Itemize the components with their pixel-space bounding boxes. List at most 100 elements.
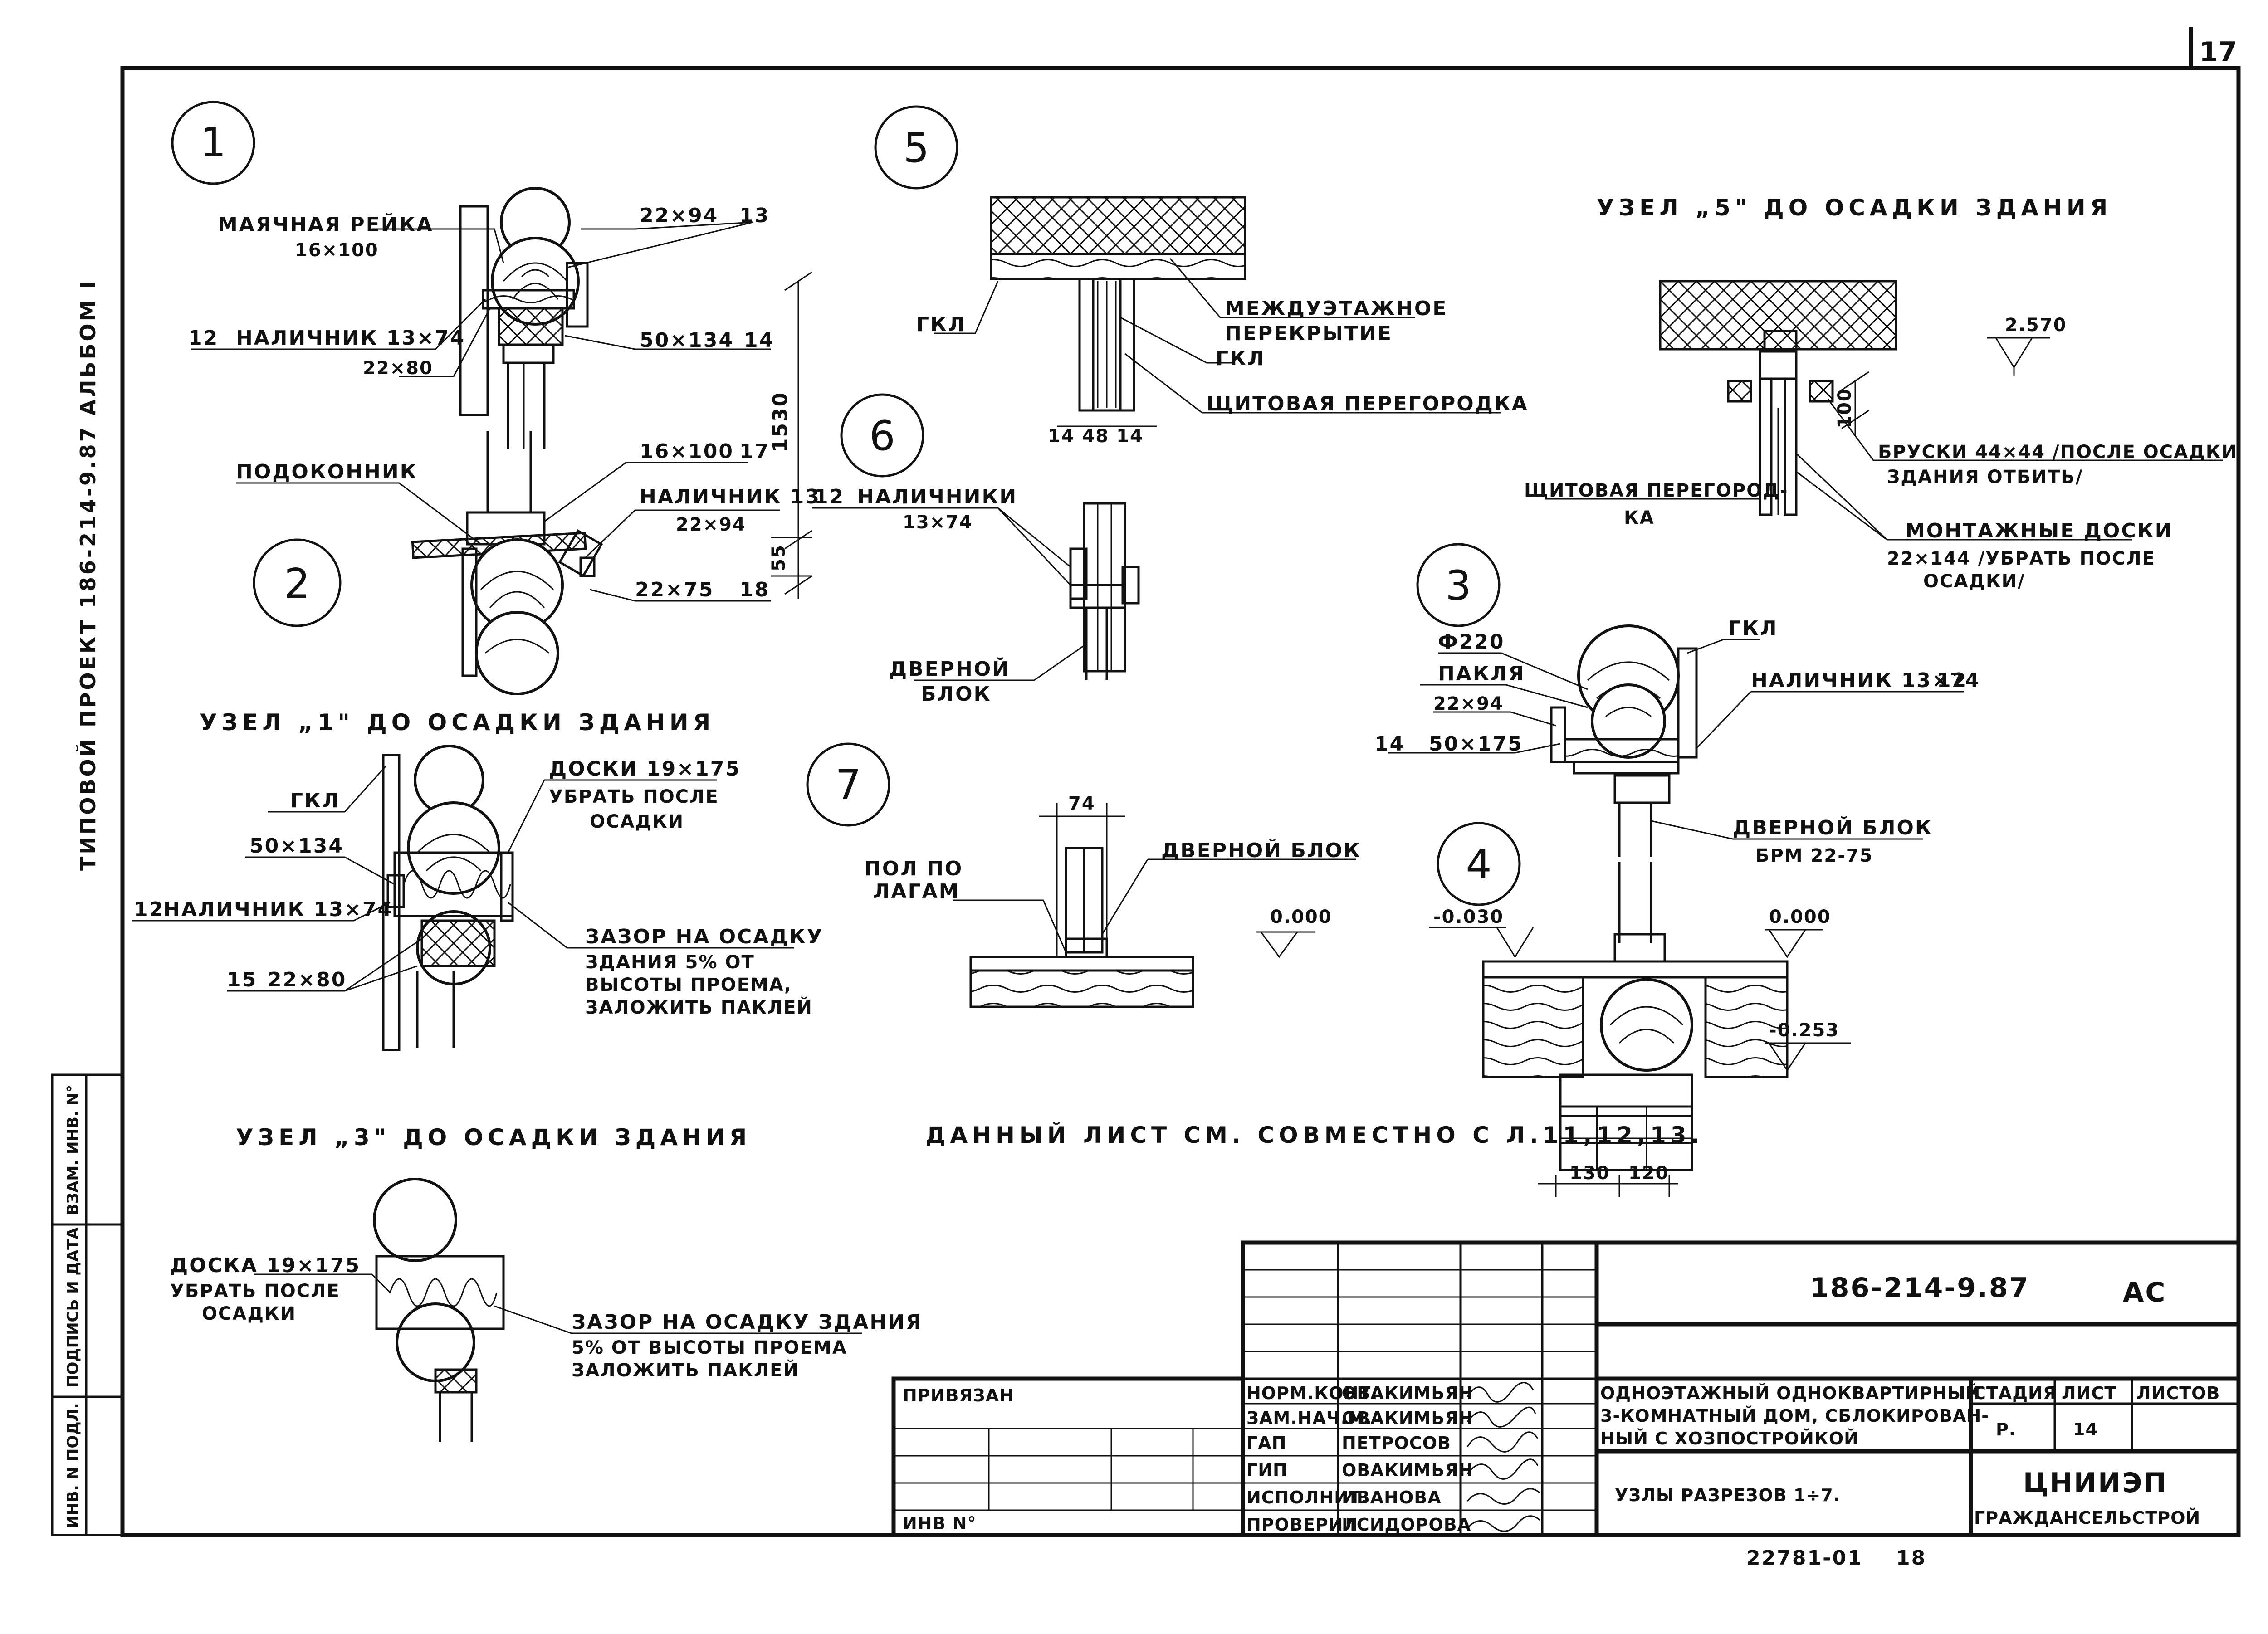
- stamp-role-4: ГИП: [1246, 1460, 1288, 1480]
- node-3b-gap1: ЗАЗОР НА ОСАДКУ ЗДАНИЯ: [572, 1311, 923, 1334]
- node-5b-level: 2.570: [2005, 315, 2067, 336]
- node-7-marker: [806, 742, 890, 827]
- node-4-dim-130: 130: [1569, 1163, 1610, 1184]
- side-stamp-inv: ИНВ. N ПОДЛ.: [64, 1403, 82, 1528]
- stamp-role-3: ГАП: [1246, 1433, 1286, 1453]
- stamp-sheet-title: УЗЛЫ РАЗРЕЗОВ 1÷7.: [1615, 1485, 1840, 1505]
- node-3-door-mark: БРМ 22-75: [1755, 845, 1873, 866]
- node-5-title: УЗЕЛ „5" ДО ОСАДКИ ЗДАНИЯ: [1597, 195, 2112, 221]
- node-7-floor1: ПОЛ ПО: [864, 857, 963, 880]
- bottom-code: 22781-01: [1746, 1546, 1863, 1570]
- node-1: 1 МАЯЧНАЯ РЕЙКА 16×100 22×94 13 12 НАЛИЧ…: [171, 101, 812, 599]
- bottom-page: 18: [1896, 1546, 1926, 1570]
- stamp-org-2: ГРАЖДАНСЕЛЬСТРОЙ: [1974, 1508, 2200, 1528]
- stamp-role-5: ИСПОЛНИТ.: [1246, 1488, 1368, 1507]
- node-1b-size-50x134: 50×134: [249, 834, 344, 858]
- node-6: 6 12 НАЛИЧНИКИ 13×74 ДВЕРНОЙ БЛОК: [812, 393, 1140, 706]
- stamp-name-5: ИВАНОВА: [1342, 1488, 1442, 1507]
- stamp-stage-header: СТАДИЯ: [1973, 1383, 2057, 1403]
- node-5b-bruski1: БРУСКИ 44×44 /ПОСЛЕ ОСАДКИ: [1878, 442, 2238, 463]
- node-6-size: 13×74: [903, 512, 973, 533]
- node-1-nalichnik-label: НАЛИЧНИК 13×74: [236, 327, 465, 350]
- node-4-lvl-000: 0.000: [1769, 907, 1831, 927]
- node-5b-montage2: 22×144 /УБРАТЬ ПОСЛЕ: [1887, 548, 2156, 569]
- node-6-door1: ДВЕРНОЙ: [889, 657, 1010, 681]
- node-1-size-50x134-num: 14: [744, 329, 774, 352]
- stamp-lists-header: ЛИСТОВ: [2136, 1383, 2220, 1403]
- node-5b-part2: КА: [1624, 507, 1655, 528]
- stamp-name-3: ПЕТРОСОВ: [1342, 1433, 1451, 1453]
- stamp-list-header: ЛИСТ: [2062, 1383, 2116, 1403]
- node-5b-dim100: 100: [1834, 388, 1855, 429]
- node-3-door: ДВЕРНОЙ БЛОК: [1733, 815, 1933, 839]
- node-1b-doski: ДОСКИ 19×175: [549, 757, 741, 780]
- stamp-name-4: ОВАКИМЬЯН: [1342, 1460, 1473, 1480]
- stamp-project-3: НЫЙ С ХОЗПОСТРОЙКОЙ: [1600, 1429, 1859, 1449]
- node-5-marker: [874, 105, 958, 190]
- node-5-partition: ЩИТОВАЯ ПЕРЕГОРОДКА: [1207, 392, 1529, 415]
- stamp-list: 14: [2073, 1419, 2098, 1439]
- node-2-nalichnik: НАЛИЧНИК 13: [640, 485, 821, 508]
- node-6-number: 6: [869, 412, 895, 460]
- stamp-role-1: НОРМ.КОНТ.: [1246, 1383, 1378, 1403]
- node-1-height-dim: 1530: [769, 391, 792, 452]
- node-5b-montage1: МОНТАЖНЫЕ ДОСКИ: [1905, 519, 2173, 542]
- node-2-size-22x75: 22×75: [635, 578, 714, 601]
- node-3-marker: [1416, 543, 1501, 627]
- node-1-mayak-size: 16×100: [295, 240, 379, 261]
- side-stamp-replace: ВЗАМ. ИНВ. N°: [64, 1085, 82, 1215]
- node-4-lvl-m030: -0.030: [1433, 907, 1504, 927]
- node-4-marker: [1437, 822, 1521, 906]
- node-1b-gap4: ЗАЛОЖИТЬ ПАКЛЕЙ: [585, 996, 813, 1018]
- signatures: [1466, 1382, 1540, 1532]
- node-5-dims: 14 48 14: [1048, 426, 1144, 447]
- sheet-number: 17: [2199, 36, 2237, 68]
- node-1-size-22x94-num: 13: [739, 204, 770, 227]
- node-3-title: УЗЕЛ „3" ДО ОСАДКИ ЗДАНИЯ: [236, 1124, 751, 1151]
- node-5-perekr2: ПЕРЕКРЫТИЕ: [1225, 322, 1393, 345]
- node-2-podokonnik: ПОДОКОННИК: [236, 460, 418, 483]
- node-5-gkl-right: ГКЛ: [1216, 347, 1266, 370]
- node-2-size-16x100-num: 17: [739, 440, 770, 463]
- node-1b-gap2: ЗДАНИЯ 5% ОТ: [585, 952, 755, 973]
- node-2-size-22x75-num: 18: [739, 578, 770, 601]
- node-3b-gap2: 5% ОТ ВЫСОТЫ ПРОЕМА: [572, 1337, 847, 1358]
- node-7-door: ДВЕРНОЙ БЛОК: [1161, 838, 1361, 862]
- node-4-dim-120: 120: [1628, 1163, 1669, 1184]
- node-1-number: 1: [200, 119, 226, 166]
- stamp-role-2: ЗАМ.НАЧ.М.: [1246, 1408, 1372, 1428]
- stamp-privyazan: ПРИВЯЗАН: [903, 1385, 1014, 1405]
- node-2-size-16x100: 16×100: [640, 440, 734, 463]
- node-4-lvl-m253: -0.253: [1769, 1020, 1839, 1041]
- stamp-name-6: ИСИДОРОВА: [1342, 1515, 1471, 1535]
- node-3b-doska-note2: ОСАДКИ: [202, 1303, 296, 1324]
- node-1-mayak-label: МАЯЧНАЯ РЕЙКА: [218, 212, 434, 236]
- side-title: ТИПОВОЙ ПРОЕКТ 186-214-9.87 АЛЬБОМ I: [76, 278, 100, 871]
- node-1-size-22x80: 22×80: [363, 358, 433, 379]
- node-5-before-settlement: УЗЕЛ „5" ДО ОСАДКИ ЗДАНИЯ 2.570 100 БРУС…: [1524, 195, 2238, 592]
- node-1b-doski-note1: УБРАТЬ ПОСЛЕ: [549, 786, 719, 807]
- node-1b-nalichnik-num: 12: [134, 898, 164, 921]
- node-1b-gap1: ЗАЗОР НА ОСАДКУ: [585, 925, 824, 948]
- node-2-number: 2: [284, 560, 310, 608]
- node-4-number: 4: [1466, 841, 1491, 888]
- side-stamp: ИНВ. N ПОДЛ. ПОДПИСЬ И ДАТА ВЗАМ. ИНВ. N…: [51, 1073, 124, 1536]
- node-3-number: 3: [1445, 562, 1471, 610]
- node-5b-montage3: ОСАДКИ/: [1923, 571, 2025, 592]
- stamp-stage: Р.: [1996, 1419, 2016, 1439]
- node-1b-gkl: ГКЛ: [290, 789, 340, 812]
- sheet-note: ДАННЫЙ ЛИСТ СМ. СОВМЕСТНО С Л.11,12,13.: [925, 1122, 1704, 1148]
- node-3-nalichnik: НАЛИЧНИК 13×74: [1751, 669, 1980, 692]
- node-3: 3 Ф220 ПАКЛЯ 22×94 14 50×175 ГКЛ НАЛИЧНИ…: [1374, 543, 1980, 866]
- node-2-size-22x94: 22×94: [676, 514, 746, 535]
- stamp-name-1: ОВАКИМЬЯН: [1342, 1383, 1473, 1403]
- node-1-nalichnik-num: 12: [188, 327, 219, 350]
- node-7-floor2: ЛАГАМ: [873, 880, 960, 903]
- stamp-mark: АС: [2123, 1277, 2166, 1308]
- node-4: 4 -0.030 0.000 -0.253 130 120: [1429, 822, 1851, 1197]
- node-7: 7 74 ПОЛ ПО ЛАГАМ ДВЕРНОЙ БЛОК 0.000: [806, 742, 1361, 1008]
- node-1-marker: [171, 101, 255, 185]
- node-1b-doski-note2: ОСАДКИ: [590, 811, 684, 832]
- node-1b-nalichnik: НАЛИЧНИК 13×74: [163, 898, 393, 921]
- side-stamp-sign: ПОДПИСЬ И ДАТА: [64, 1227, 82, 1388]
